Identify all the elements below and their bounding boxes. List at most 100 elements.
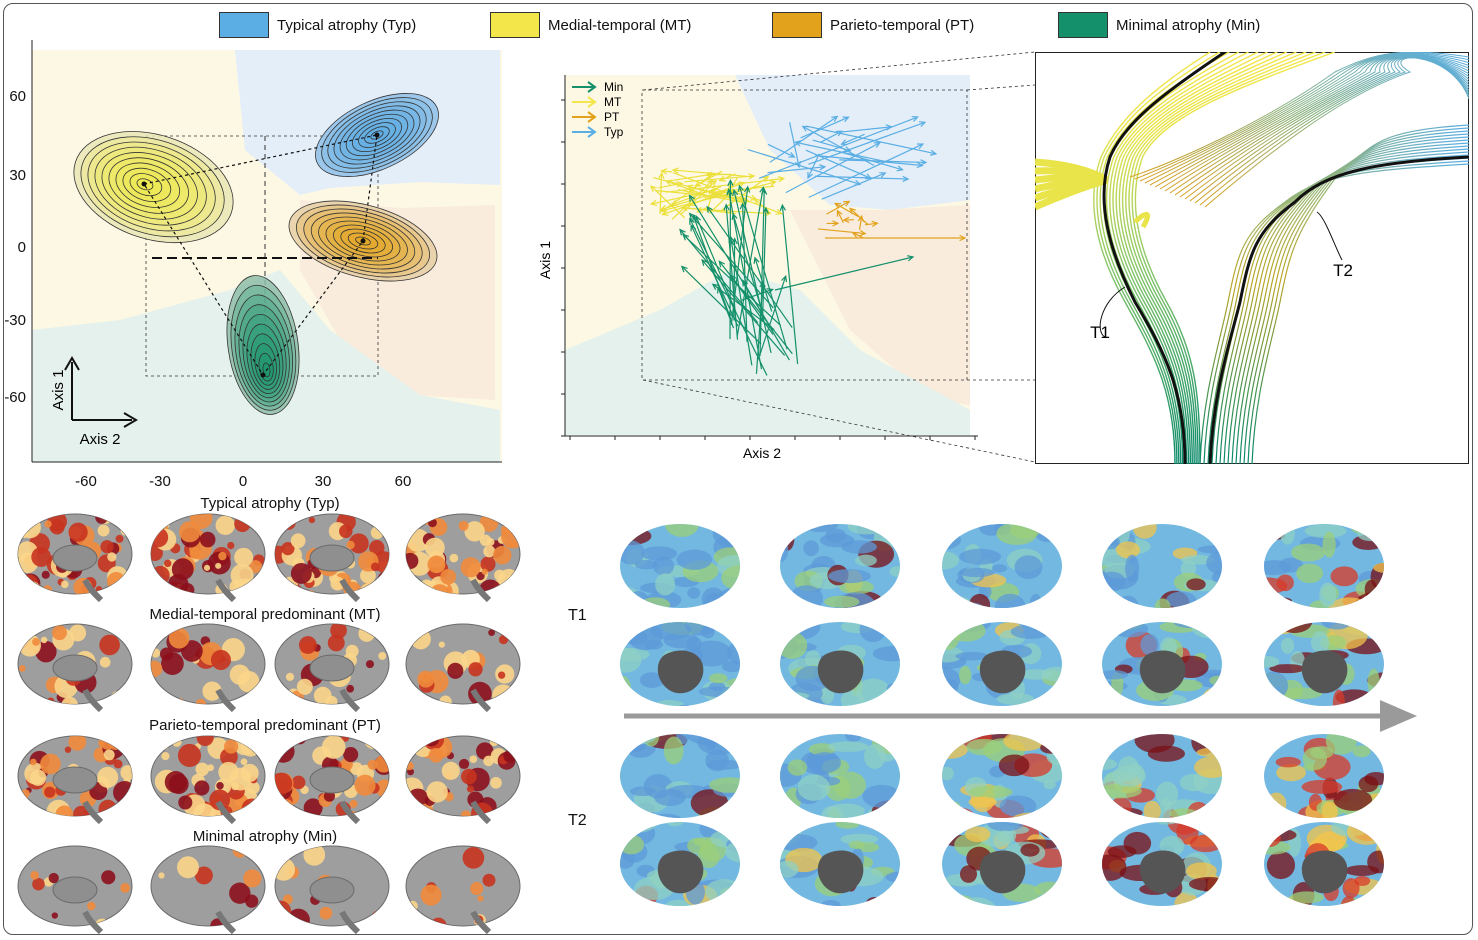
atrophy-spot: [160, 699, 171, 704]
stream-t2-13: [1251, 124, 1469, 464]
atrophy-spot: [230, 563, 254, 587]
trajectory-arrow-plot: Min MT PT Typ Axis 2 Axis 1: [537, 75, 978, 461]
brain-title-mt: Medial-temporal predominant (MT): [149, 606, 381, 623]
activation-blob: [896, 676, 900, 688]
atrophy-brain-min-2: [274, 845, 390, 934]
traj-brain-t2-lateral-2: [942, 734, 1062, 818]
activation-blob: [787, 759, 808, 776]
figure-frame: [3, 3, 1473, 935]
medial-wall: [979, 650, 1026, 694]
atrophy-spot: [498, 634, 509, 645]
activation-blob: [727, 640, 740, 665]
activation-blob: [1197, 545, 1222, 554]
activation-blob: [1310, 746, 1334, 759]
traj-brain-t2-lateral-1: [780, 734, 900, 818]
activation-blob: [895, 877, 900, 899]
activation-blob: [1352, 534, 1384, 551]
b-arrow-mt-29: [719, 176, 769, 213]
b-arrow-min-33-head: [779, 203, 786, 212]
b-arrow-typ-4: [808, 143, 924, 198]
b-arrow-typ-21-head: [842, 116, 850, 123]
activation-blob: [620, 738, 647, 753]
x-tick-0: 0: [239, 473, 247, 490]
axis2-label: Axis 2: [80, 431, 121, 448]
b-arrow-pt-6-head: [832, 220, 840, 227]
b-arrow-min-18-head: [731, 237, 738, 245]
activation-blob: [953, 602, 983, 608]
activation-blob: [1373, 562, 1384, 574]
atrophy-spot: [373, 736, 389, 753]
activation-blob: [1344, 865, 1380, 877]
b-arrow-mt-37: [659, 173, 663, 215]
b-arrow-typ-23-head: [835, 130, 843, 137]
activation-blob: [1264, 560, 1292, 576]
atrophy-spot: [164, 559, 172, 568]
atrophy-spot: [18, 634, 41, 657]
t2-pointer: [1316, 211, 1343, 261]
atrophy-spot: [461, 768, 477, 785]
activation-blob: [1366, 524, 1384, 533]
b-arrow-mt-19-head: [753, 197, 761, 205]
atrophy-spot: [458, 520, 469, 531]
activation-blob: [1173, 622, 1211, 629]
brain-stem: [82, 910, 104, 934]
activation-blob: [654, 789, 686, 806]
atrophy-spot: [241, 798, 262, 816]
b-arrow-typ-8-head: [896, 165, 904, 172]
activation-blob: [1266, 792, 1287, 816]
atrophy-spot: [151, 804, 158, 813]
activation-blob: [1043, 622, 1061, 638]
contour-mt-6: [115, 162, 181, 208]
activation-blob: [882, 889, 900, 901]
b-arrow-mt-23-head: [661, 209, 669, 216]
activation-blob: [942, 822, 970, 832]
atrophy-spot: [245, 894, 259, 908]
atrophy-spot: [181, 640, 203, 662]
atrophy-spot: [339, 524, 353, 539]
b-arrow-typ-10: [747, 148, 861, 185]
b-arrow-min-27: [701, 259, 786, 356]
atrophy-spot: [439, 695, 452, 704]
b-arrow-min-31-head: [680, 265, 688, 273]
atrophy-spot: [178, 795, 193, 810]
atrophy-spot: [176, 856, 199, 879]
activation-blob: [991, 564, 1007, 573]
stream-upper-15: [1204, 57, 1469, 208]
atrophy-spot: [417, 630, 425, 638]
b-arrow-min-19: [689, 218, 768, 376]
brain-stem: [470, 688, 492, 712]
activation-blob: [1321, 801, 1339, 818]
atrophy-spot: [158, 584, 169, 594]
b-arrow-min-long: [774, 256, 914, 291]
activation-blob: [1125, 554, 1140, 583]
atrophy-spot: [215, 515, 235, 536]
b-arrow-mt-6: [665, 177, 784, 193]
atrophy-spot: [120, 525, 131, 536]
activation-blob: [996, 830, 1014, 843]
atrophy-spot: [125, 812, 132, 816]
atrophy-spot: [417, 803, 434, 816]
b-arrow-mt-5-head: [775, 208, 783, 215]
atrophy-spot: [158, 738, 170, 751]
activation-blob: [640, 597, 671, 608]
atrophy-spot: [51, 912, 58, 919]
atrophy-spot: [29, 758, 37, 766]
b-legend-pt-head: [587, 111, 597, 123]
b-arrow-min-26-head: [723, 203, 730, 211]
b-arrow-typ-13-head: [793, 140, 802, 147]
atrophy-spot: [48, 872, 59, 884]
activation-blob: [942, 679, 959, 695]
activation-blob: [848, 840, 865, 850]
b-arrow-min-11-head: [781, 274, 788, 283]
activation-blob: [965, 826, 991, 843]
stream-t1-13: [1134, 52, 1336, 464]
b-arrow-typ-17-head: [801, 125, 809, 132]
atrophy-spot: [370, 562, 380, 572]
activation-blob: [620, 834, 645, 855]
atrophy-spot: [280, 514, 295, 523]
atrophy-spot: [234, 515, 251, 533]
activation-blob: [804, 650, 821, 668]
b-arrow-min-19-head: [689, 217, 695, 225]
activation-blob: [891, 887, 900, 896]
x-axis-title: Typical atrophy (Typ): [200, 495, 339, 512]
